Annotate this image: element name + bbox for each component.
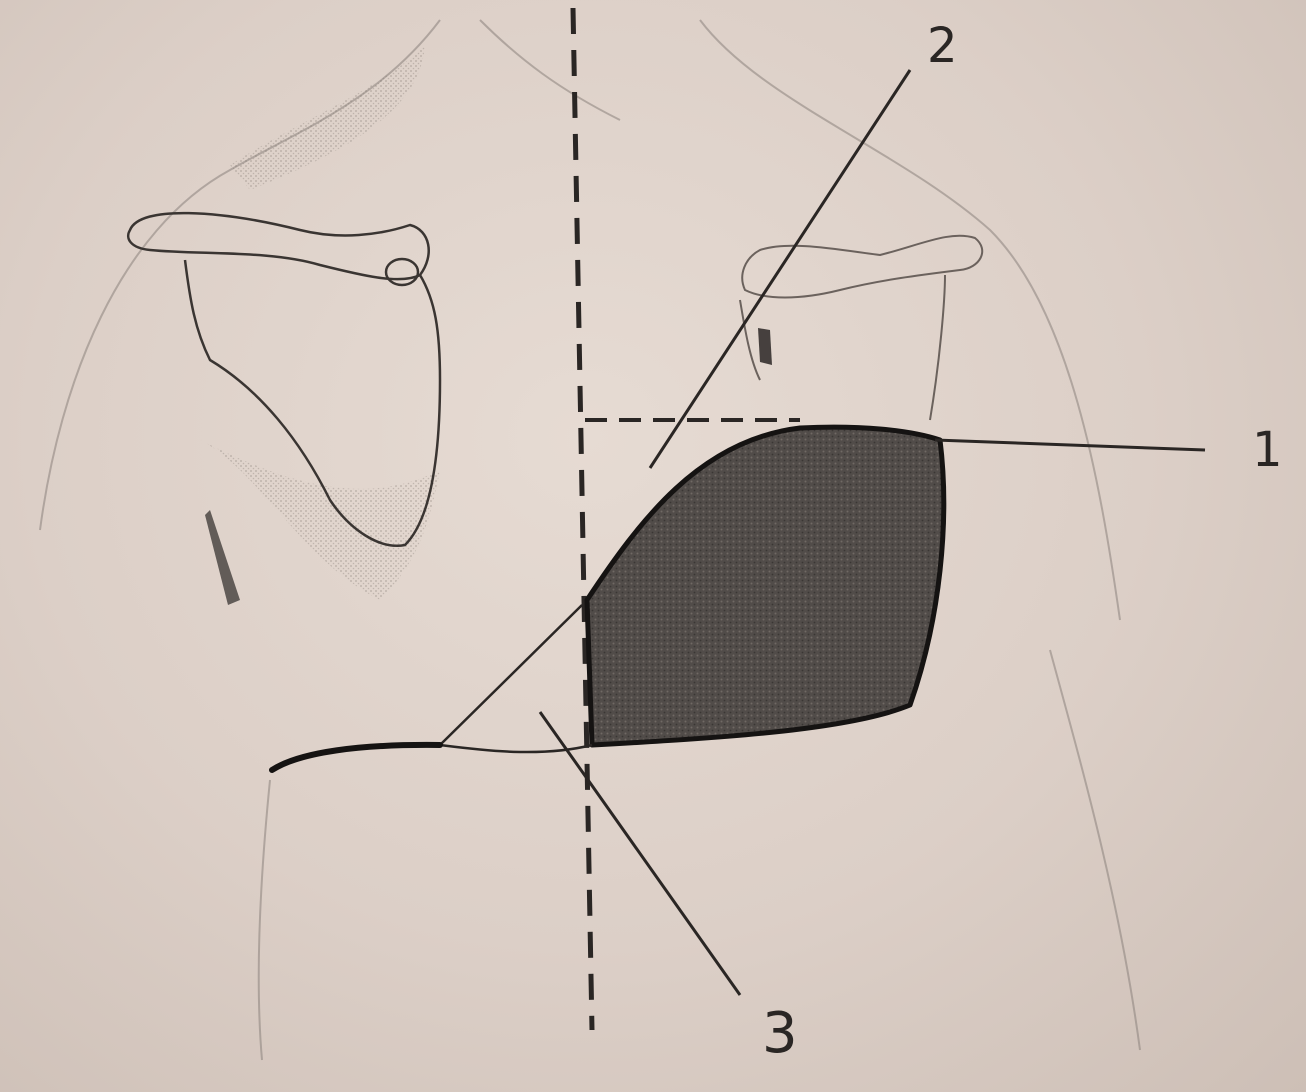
midline-dashed (573, 8, 592, 1030)
leader-line-1 (935, 440, 1205, 450)
shoulder-shading (200, 45, 440, 605)
callout-label-1: 1 (1252, 422, 1283, 478)
right-scapula-shadow (758, 328, 772, 365)
callout-label-2: 2 (927, 18, 958, 74)
triangle-boundary (440, 605, 592, 752)
callout-label-3: 3 (762, 1001, 798, 1066)
leader-line-2 (650, 70, 910, 468)
lower-boundary (272, 745, 440, 770)
leader-line-3 (540, 712, 740, 995)
right-scapula (740, 236, 982, 420)
shaded-region (587, 427, 944, 745)
